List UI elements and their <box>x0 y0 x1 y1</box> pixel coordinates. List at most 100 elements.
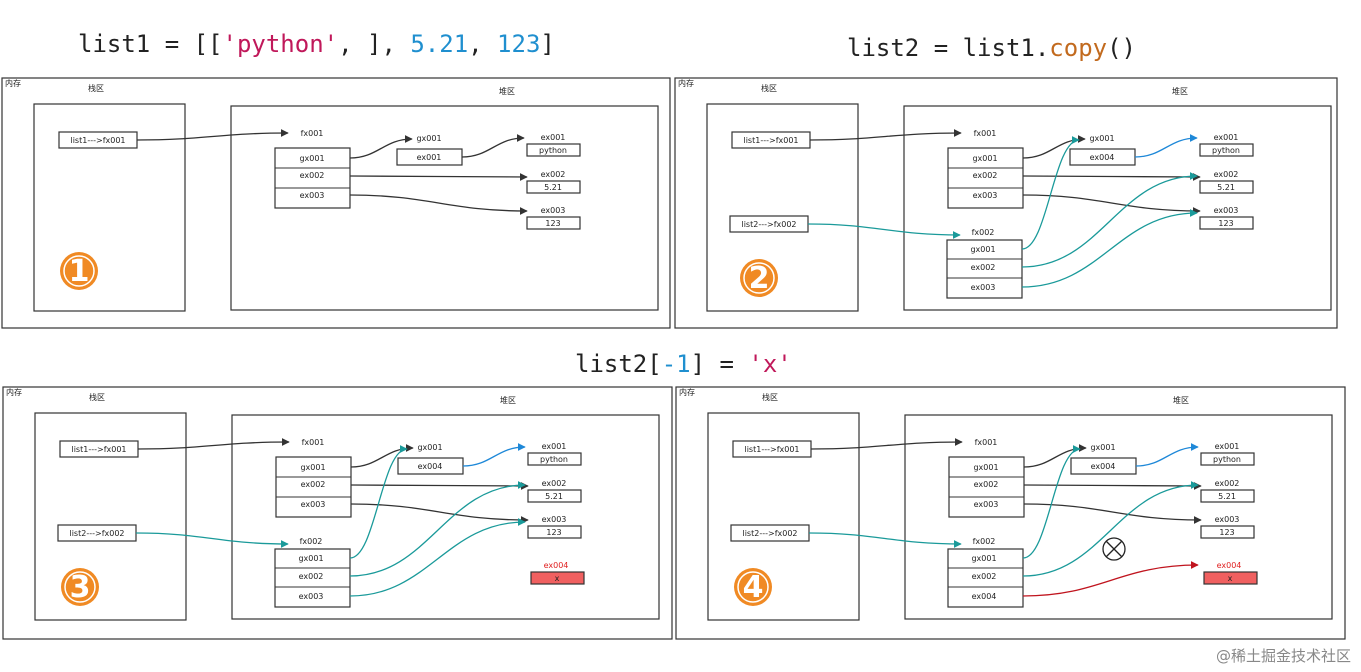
heap-label: 堆区 <box>1172 86 1188 96</box>
list2-ref-text: list2--->fx002 <box>741 220 796 229</box>
arrow-ex004-python <box>462 443 526 467</box>
slot-ex003: ex003 <box>974 500 999 509</box>
arrow-ex003 <box>1022 194 1201 215</box>
panel-number-badge <box>740 259 778 297</box>
ex001-label: ex001 <box>1214 133 1239 142</box>
list2-ref-text: list2--->fx002 <box>742 529 797 538</box>
badge-ring <box>737 571 769 603</box>
panel-number-badge <box>60 252 98 290</box>
v521-box <box>526 180 581 194</box>
arrow-list2-fx002 <box>807 223 961 239</box>
slot2-last: ex004 <box>972 592 997 601</box>
slot2-gx001: gx001 <box>971 554 996 563</box>
panel-number: 3 <box>70 570 91 605</box>
fx001-label: fx001 <box>302 438 325 447</box>
slot2-ex002: ex002 <box>299 572 324 581</box>
x-value: x <box>1228 574 1233 583</box>
slot-ex002: ex002 <box>301 480 326 489</box>
ex001-label: ex001 <box>1215 442 1240 451</box>
arrow-ex002 <box>350 482 529 490</box>
slot2-last: ex003 <box>299 592 324 601</box>
panel-number-badge <box>734 568 772 606</box>
python-value: python <box>1212 146 1240 155</box>
slot-ex002: ex002 <box>300 171 325 180</box>
stack-label: 栈区 <box>88 83 104 93</box>
arrow-ex003 <box>1023 503 1202 524</box>
slot2-gx001: gx001 <box>970 245 995 254</box>
gx001-label: gx001 <box>417 443 442 452</box>
panel-2: 内存栈区堆区list1--->fx001fx001gx001ex002ex003… <box>674 77 1338 329</box>
list1-ref-text: list1--->fx001 <box>70 136 125 145</box>
fx001-label: fx001 <box>301 129 324 138</box>
slot-ex003: ex003 <box>301 500 326 509</box>
python-box <box>1199 143 1254 157</box>
v521-box <box>1199 180 1254 194</box>
fx001-box <box>948 456 1025 518</box>
slot-ex002: ex002 <box>974 480 999 489</box>
arrow-list1-fx001 <box>810 438 963 450</box>
arrow-ex002 <box>349 173 528 181</box>
arrow-list2-fx002 <box>808 532 962 548</box>
panel-3: 内存栈区堆区list1--->fx001fx001gx001ex002ex003… <box>2 386 673 640</box>
stack-label: 栈区 <box>89 392 105 402</box>
ex002-label: ex002 <box>1215 479 1240 488</box>
fx001-box <box>274 147 351 209</box>
arrow-list1-fx001 <box>137 438 290 450</box>
slot-gx001: gx001 <box>300 463 325 472</box>
arrow2-ex002 <box>349 481 526 577</box>
arrow-ex003 <box>350 503 529 524</box>
arrow2-gx001 <box>1021 136 1080 250</box>
stack-label: 栈区 <box>762 392 778 402</box>
v521-value: 5.21 <box>1217 183 1235 192</box>
code-line-1: list1 = [['python', ], 5.21, 123] <box>78 30 555 58</box>
python-box <box>1200 452 1255 466</box>
slot2-ex002: ex002 <box>971 263 996 272</box>
fx001-box <box>947 147 1024 209</box>
heap-label: 堆区 <box>500 395 516 405</box>
v521-value: 5.21 <box>544 183 562 192</box>
arrow2-gx001 <box>1022 445 1081 559</box>
gx001-label: gx001 <box>1090 443 1115 452</box>
arrow2-gx001 <box>349 445 408 559</box>
x-box <box>530 571 585 585</box>
memory-label: 内存 <box>5 78 21 88</box>
panel-number: 4 <box>743 570 764 605</box>
v123-box <box>1200 525 1255 539</box>
list1-ref-text: list1--->fx001 <box>743 136 798 145</box>
arrow2-ex003 <box>1021 209 1198 288</box>
ex003-label: ex003 <box>542 515 567 524</box>
arrow-gx001 <box>349 135 413 159</box>
cross-line <box>1105 540 1123 558</box>
fx002-label: fx002 <box>972 228 995 237</box>
v123-box <box>1199 216 1254 230</box>
python-value: python <box>1213 455 1241 464</box>
ex002-label: ex002 <box>541 170 566 179</box>
slot-ex002: ex002 <box>973 171 998 180</box>
v123-value: 123 <box>546 528 561 537</box>
gx001-slot: ex004 <box>1091 462 1116 471</box>
arrow-list2-fx002 <box>135 532 289 548</box>
slot2-last: ex003 <box>971 283 996 292</box>
slot2-gx001: gx001 <box>298 554 323 563</box>
code-line-2: list2 = list1.copy() <box>847 34 1136 62</box>
slot-gx001: gx001 <box>299 154 324 163</box>
gx001-label: gx001 <box>416 134 441 143</box>
arrow2-ex002 <box>1022 481 1199 577</box>
v521-box <box>527 489 582 503</box>
slot2-ex002: ex002 <box>972 572 997 581</box>
list1-ref-text: list1--->fx001 <box>744 445 799 454</box>
panel-number-badge <box>61 568 99 606</box>
v123-box <box>527 525 582 539</box>
slot-ex003: ex003 <box>973 191 998 200</box>
list1-ref-text: list1--->fx001 <box>71 445 126 454</box>
arrow-ex001 <box>461 134 525 158</box>
v521-box <box>1200 489 1255 503</box>
ex002-label: ex002 <box>1214 170 1239 179</box>
ex003-label: ex003 <box>541 206 566 215</box>
fx001-box <box>275 456 352 518</box>
ex003-label: ex003 <box>1215 515 1240 524</box>
v123-box <box>526 216 581 230</box>
arrow-list1-fx001 <box>809 129 962 141</box>
python-box <box>526 143 581 157</box>
badge-ring <box>64 571 96 603</box>
